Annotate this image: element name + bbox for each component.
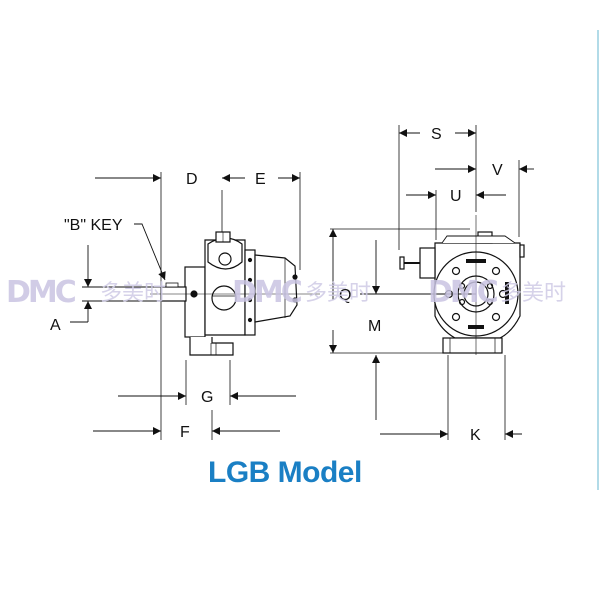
front-view [330,125,525,440]
dim-label-A: A [50,317,61,334]
dim-label-S: S [431,126,442,143]
watermark-cjk: 多美时 [500,281,566,306]
front-view-dimensions [329,129,534,438]
dim-label-Q: Q [339,287,351,304]
dim-label-D: D [186,171,198,188]
watermark-cjk: 多美时 [305,281,371,306]
watermark-logo: DMC [6,275,76,310]
side-view [150,172,320,440]
watermark-logo: DMC [428,275,498,310]
watermark-logo: DMC [232,275,302,310]
dim-label-M: M [368,318,381,335]
dim-label-E: E [255,171,266,188]
b-key-callout: "B" KEY [64,217,123,234]
watermark-cjk: 多美时 [100,281,166,306]
dim-label-G: G [201,389,213,406]
dim-label-K: K [470,427,481,444]
dim-label-F: F [180,424,190,441]
dim-label-U: U [450,188,462,205]
side-view-dimensions [70,174,300,435]
dim-label-V: V [492,162,503,179]
model-title: LGB Model [208,456,362,489]
watermark: DMC 多美时 DMC 多美时 DMC 多美时 [6,275,566,310]
